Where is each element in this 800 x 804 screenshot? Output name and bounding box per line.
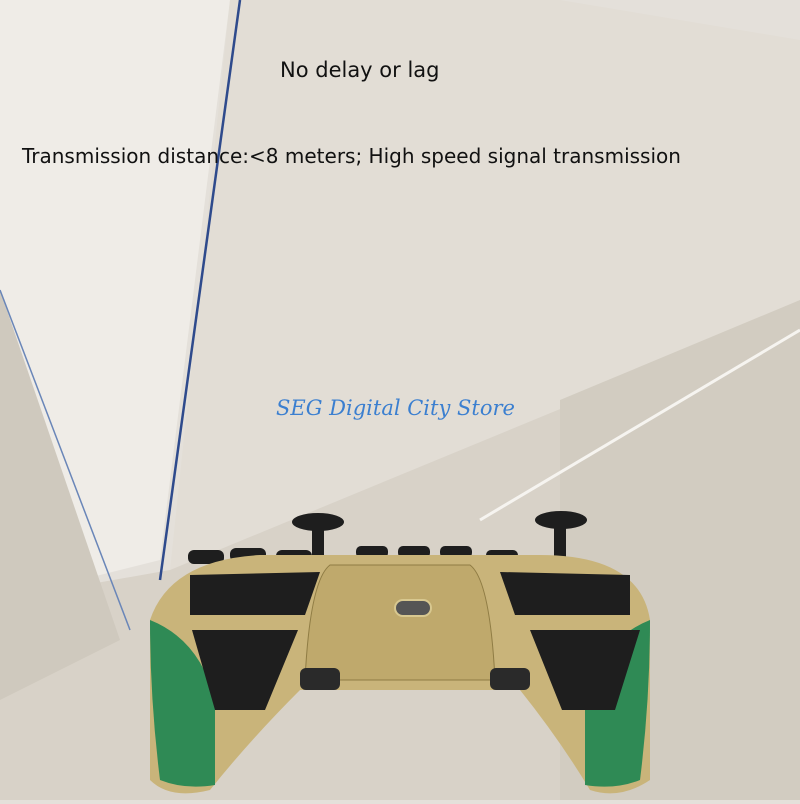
edge-line (479, 328, 800, 522)
store-watermark: SEG Digital City Store (276, 396, 515, 420)
edge-line (0, 289, 131, 631)
caption-transmission-distance: Transmission distance:<8 meters; High sp… (22, 144, 681, 168)
edge-line (158, 0, 242, 581)
caption-no-delay: No delay or lag (280, 58, 440, 82)
controller (150, 511, 650, 794)
home-button (394, 599, 432, 617)
